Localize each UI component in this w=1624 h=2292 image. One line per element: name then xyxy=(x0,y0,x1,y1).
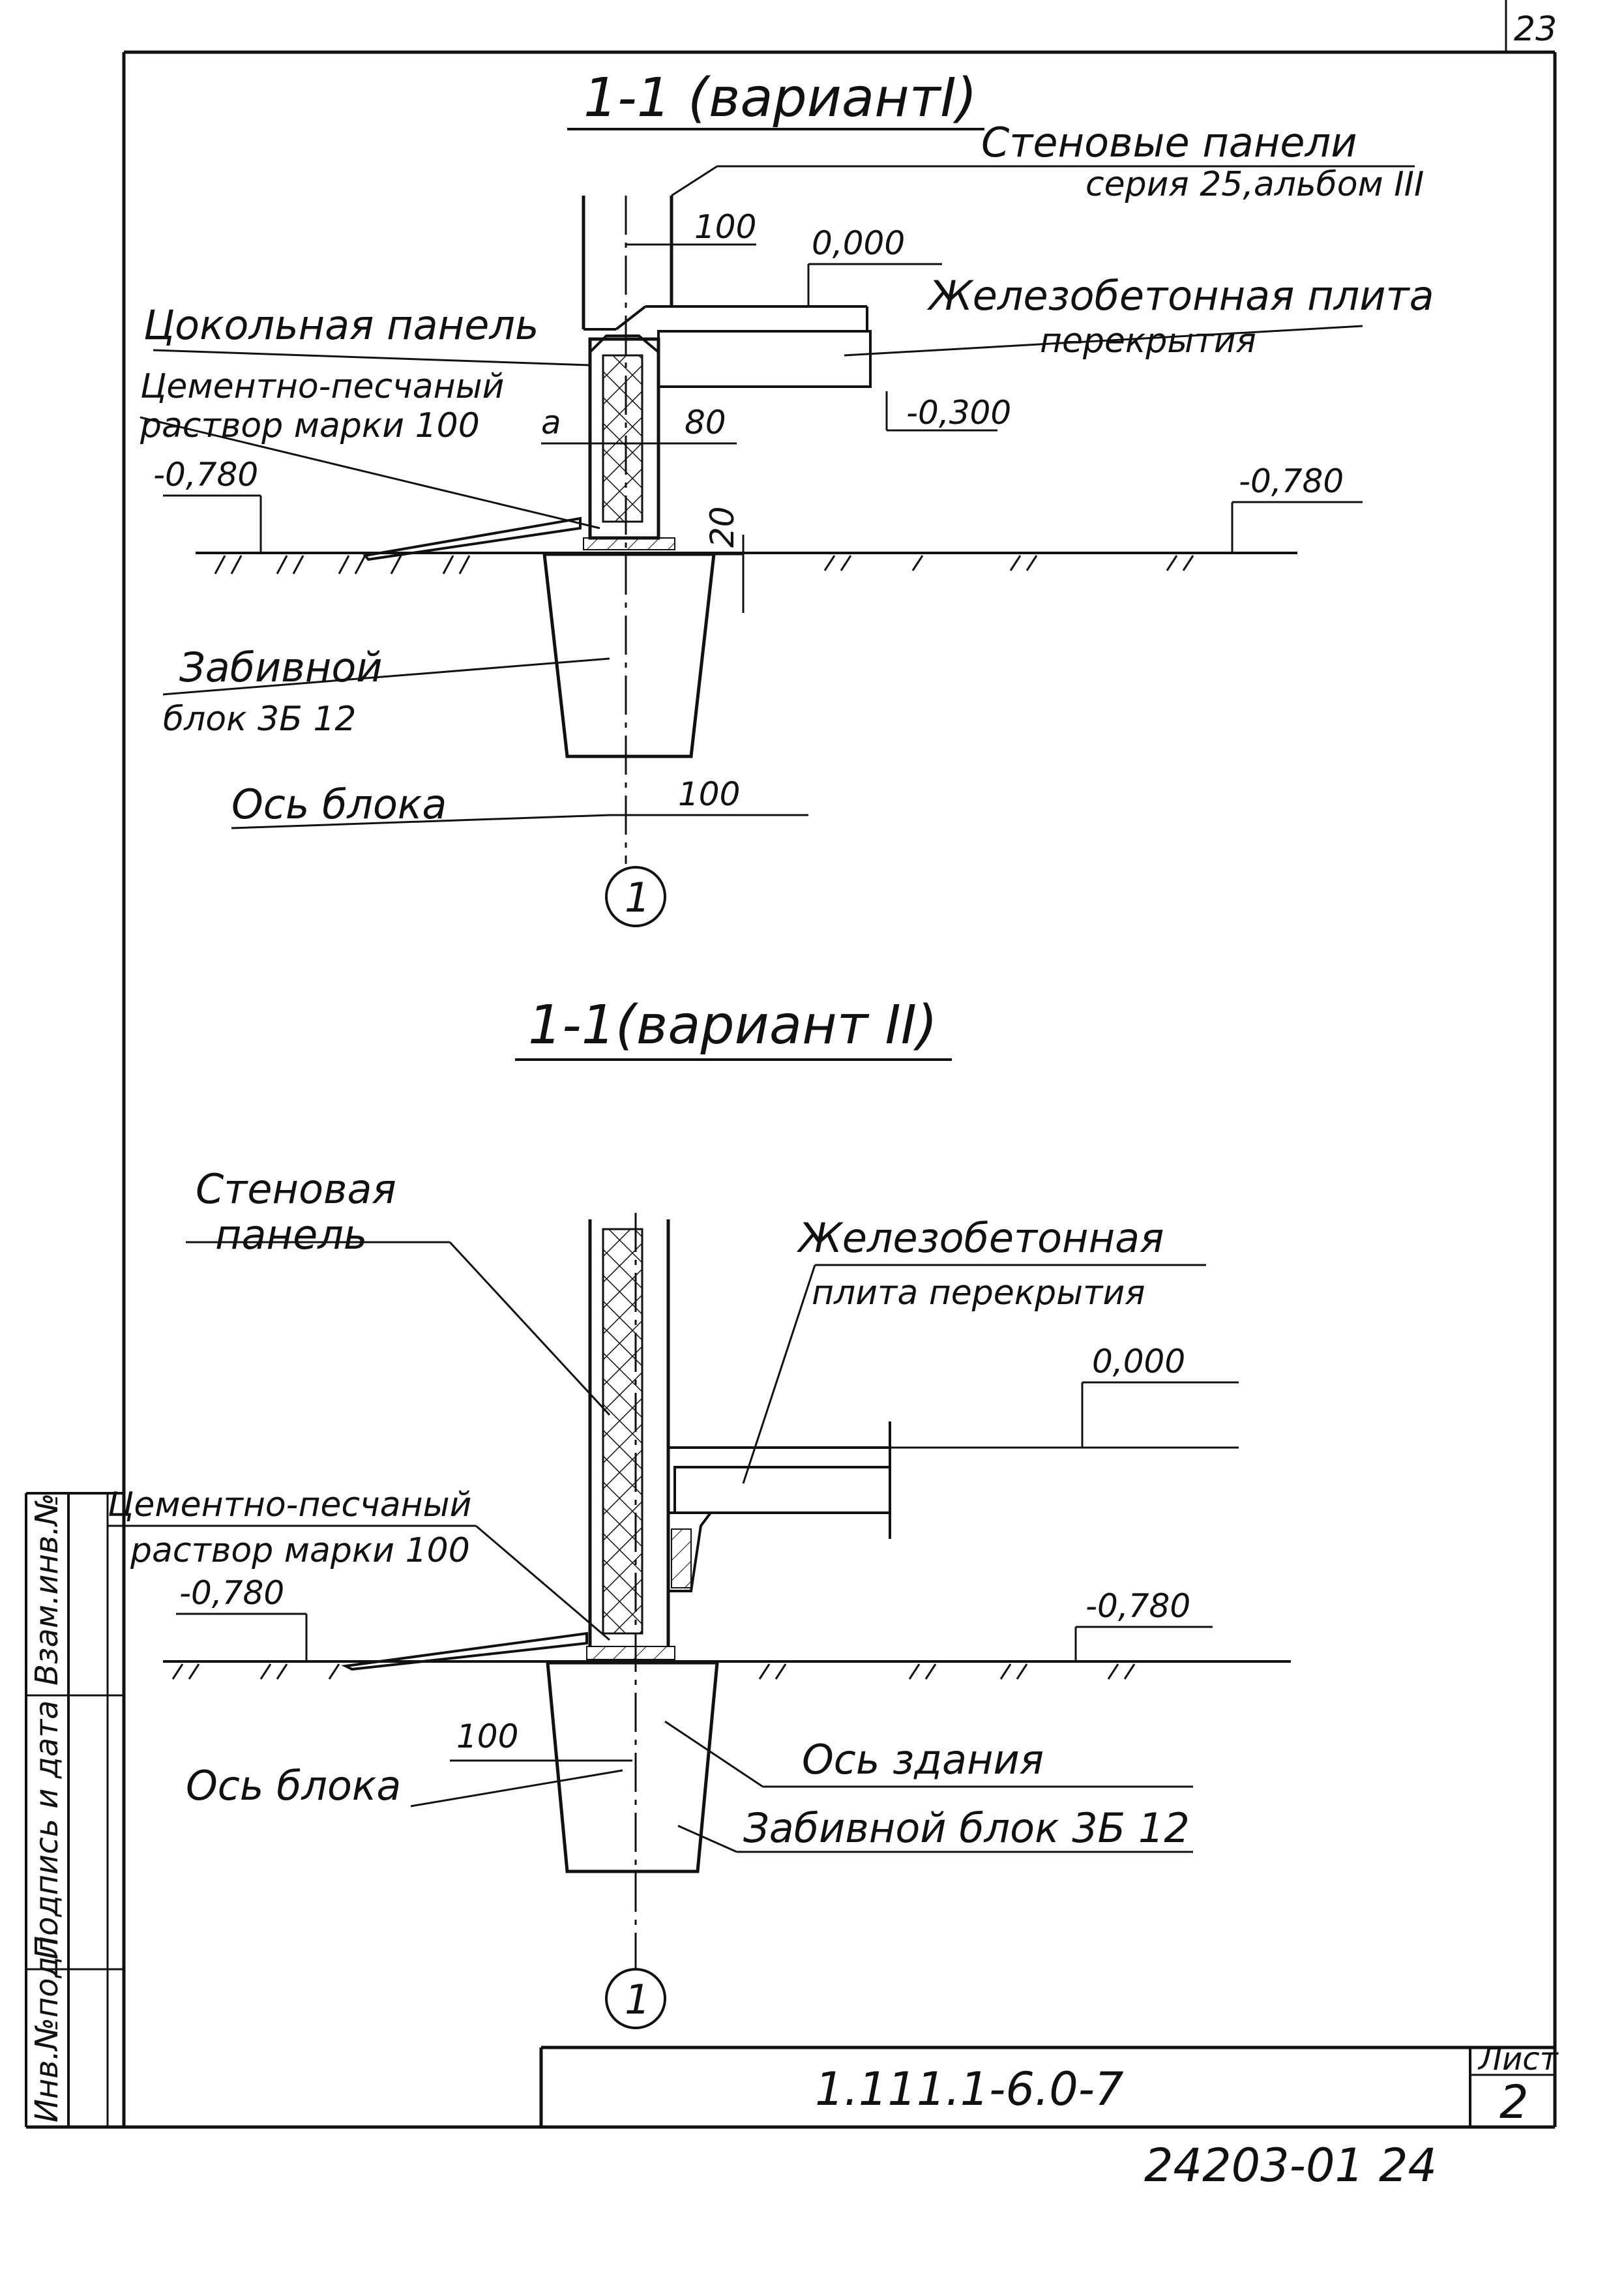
variant1-series: серия 25,альбом III xyxy=(1085,165,1424,204)
variant1-section: 1-1 (вариантI) xyxy=(140,67,1434,927)
variant2-level-left: -0,780 xyxy=(179,1574,284,1612)
variant2-title: 1-1(вариант II) xyxy=(528,994,937,1056)
variant2-mortar-line2: раствор марки 100 xyxy=(130,1531,470,1570)
variant2-building-axis: Ось здания xyxy=(802,1736,1044,1783)
variant1-dim-100-top: 100 xyxy=(694,208,756,246)
side-stamp-inventory: Инв.№подл. xyxy=(29,1926,65,2122)
sheet-label: Лист xyxy=(1477,2041,1559,2077)
variant1-dim-20: 20 xyxy=(703,506,741,548)
sheet-corner-number: 23 xyxy=(1514,10,1557,49)
side-stamp-signature: Подпись и дата xyxy=(29,1700,65,1959)
variant1-block-line2: блок 3Б 12 xyxy=(163,700,357,739)
variant1-level-left: -0,780 xyxy=(153,456,258,494)
variant1-dim-a: a xyxy=(541,404,561,441)
variant2-section: 1-1(вариант II) xyxy=(108,994,1291,2029)
variant1-level-right: -0,780 xyxy=(1239,462,1344,500)
bottom-page: 24 xyxy=(1379,2139,1437,2192)
variant1-title: 1-1 (вариантI) xyxy=(583,67,977,129)
sheet-number: 2 xyxy=(1499,2076,1529,2129)
variant1-mortar-line1: Цементно-песчаный xyxy=(140,367,504,406)
variant2-wall-panel-line1: Стеновая xyxy=(196,1165,396,1213)
side-stamp: Инв.№подл. Подпись и дата Взам.инв.№ xyxy=(25,1492,124,2127)
variant2-block-axis: Ось блока xyxy=(186,1762,401,1809)
title-block xyxy=(539,2046,1555,2127)
variant2-block: Забивной блок 3Б 12 xyxy=(743,1804,1190,1852)
variant1-level-minus300: -0,300 xyxy=(906,394,1011,432)
variant2-slab-line1: Железобетонная xyxy=(796,1214,1164,1262)
variant2-mortar-line1: Цементно-песчаный xyxy=(108,1485,471,1525)
side-stamp-replacement: Взам.инв.№ xyxy=(29,1493,65,1686)
variant1-block-axis: Ось блока xyxy=(231,781,447,828)
variant2-axis-marker: 1 xyxy=(625,1976,650,2023)
variant2-level-right: -0,780 xyxy=(1085,1587,1190,1625)
variant1-dim-80: 80 xyxy=(685,404,726,441)
variant1-level-0: 0,000 xyxy=(812,224,905,262)
variant1-wall-panels: Стеновые панели xyxy=(981,119,1357,166)
drawing-code: 1.111.1-6.0-7 xyxy=(815,2062,1124,2116)
variant2-wall-panel-line2: панель xyxy=(215,1211,367,1258)
variant1-slab-line1: Железобетонная плита xyxy=(926,272,1434,320)
variant1-plinth-panel: Цокольная панель xyxy=(143,301,539,349)
variant2-slab-line2: плита перекрытия xyxy=(812,1273,1145,1313)
variant1-axis-marker: 1 xyxy=(625,874,650,921)
variant1-dim-100-bottom: 100 xyxy=(678,775,740,813)
sheet-frame xyxy=(26,0,1557,2129)
variant1-mortar-line2: раствор марки 100 xyxy=(140,406,480,445)
variant2-dim-100: 100 xyxy=(456,1718,518,1755)
bottom-number: 24203-01 xyxy=(1144,2139,1364,2192)
variant1-block-line1: Забивной xyxy=(179,644,383,691)
variant1-slab-line2: перекрытия xyxy=(1040,321,1256,361)
variant2-level-0: 0,000 xyxy=(1092,1343,1185,1380)
